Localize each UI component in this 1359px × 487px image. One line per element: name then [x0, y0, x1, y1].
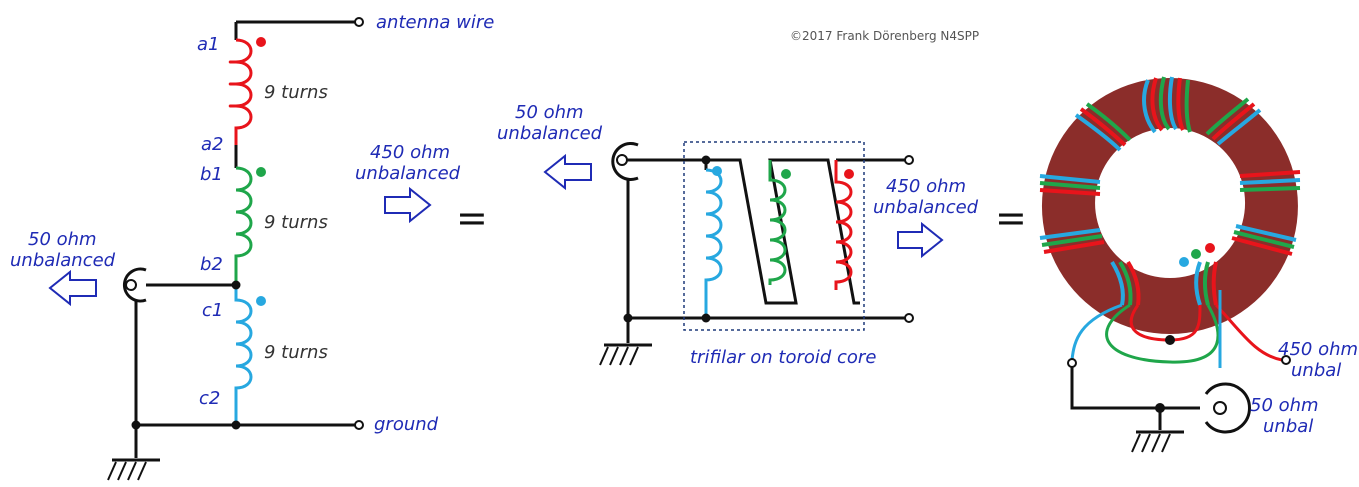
- mid-gnd-terminal[interactable]: [904, 313, 914, 323]
- ground-junction-2: [231, 420, 241, 430]
- coil-a-dot: [256, 37, 266, 47]
- mid-coil-blue: [704, 168, 723, 318]
- mid-coil-green-dot: [781, 169, 791, 179]
- left-50ohm-label-1: 50 ohm: [28, 229, 97, 250]
- middle-schematic: 50 ohm unbalanced: [497, 102, 979, 368]
- coax-center-left[interactable]: [125, 279, 137, 291]
- core-caption: trifilar on toroid core: [690, 347, 876, 368]
- coil-c: [234, 285, 253, 425]
- coax-center-right[interactable]: [1213, 401, 1227, 415]
- left-schematic: antenna wire a1 a2 9 turns b1 b2 9 turns…: [10, 12, 494, 481]
- winding-bundle-upper-left: [1074, 102, 1132, 152]
- coil-b: [234, 166, 253, 285]
- coil-a-top-label: a1: [197, 34, 219, 55]
- equals-sign-1: =: [456, 196, 488, 240]
- mid-coil-blue-dot: [712, 166, 722, 176]
- mid-arrow-50ohm-icon: [543, 153, 592, 191]
- equals-sign-2: =: [995, 196, 1027, 240]
- coax-shield-right[interactable]: [1204, 382, 1251, 434]
- earth-symbol-mid: [599, 343, 652, 366]
- coil-a: [228, 38, 253, 145]
- coil-b-top-label: b1: [200, 164, 223, 185]
- coil-c-turns: 9 turns: [264, 342, 328, 363]
- antenna-label: antenna wire: [376, 12, 494, 33]
- mid-junction-gnd-2: [701, 313, 711, 323]
- toroid-core-box: [683, 141, 865, 331]
- mid-arrow-450ohm-icon: [897, 221, 944, 259]
- toroid-450-terminal[interactable]: [1281, 355, 1291, 365]
- toroid-ground-wire: [1070, 367, 1200, 410]
- right-50ohm-label-1: 50 ohm: [1250, 395, 1319, 416]
- antenna-lead: [234, 20, 355, 40]
- mid-coil-red: [834, 160, 853, 290]
- coil-c-top-label: c1: [202, 300, 223, 321]
- left-450ohm-label-1: 450 ohm: [370, 142, 450, 163]
- left-arrow-450ohm-icon: [384, 186, 432, 224]
- series-link-wire: [627, 158, 860, 305]
- tap-junction: [231, 280, 241, 290]
- mid-coil-red-dot: [844, 169, 854, 179]
- mid-450ohm-label-1: 450 ohm: [886, 176, 966, 197]
- coil-a-bottom-label: a2: [201, 134, 223, 155]
- winding-bundle-bottom-left: [1110, 260, 1141, 306]
- left-50ohm-label-2: unbalanced: [10, 250, 116, 271]
- mid-450-terminal[interactable]: [904, 155, 914, 165]
- toroid-dot-blue: [1179, 257, 1189, 267]
- lead-green-loop: [1105, 303, 1220, 364]
- winding-bundle-bottom-right: [1194, 261, 1218, 306]
- toroid-core: [1041, 78, 1298, 334]
- mid-coil-green: [768, 160, 787, 285]
- coil-b-dot: [256, 167, 266, 177]
- winding-bundle-lower-left: [1039, 228, 1105, 254]
- winding-bundle-upper-right: [1205, 97, 1262, 146]
- left-450ohm-label-2: unbalanced: [355, 163, 461, 184]
- coax-center-mid[interactable]: [616, 154, 628, 166]
- coil-c-bottom-label: c2: [199, 388, 220, 409]
- mid-50ohm-label-2: unbalanced: [497, 123, 603, 144]
- mid-450ohm-label-2: unbalanced: [873, 197, 979, 218]
- ground-terminal[interactable]: [354, 420, 364, 430]
- mid-junction-top: [701, 155, 711, 165]
- copyright-text: ©2017 Frank Dörenberg N4SPP: [790, 29, 979, 43]
- lead-blue-left: [1070, 303, 1123, 361]
- toroid-drawing: 450 ohm unbal 50 ohm unbal: [1039, 76, 1358, 453]
- lead-red-out: [1214, 303, 1283, 362]
- coil-a-turns: 9 turns: [264, 82, 328, 103]
- antenna-terminal[interactable]: [354, 17, 364, 27]
- winding-bundle-right: [1239, 170, 1301, 192]
- coil-c-dot: [256, 296, 266, 306]
- coil-b-bottom-label: b2: [200, 254, 223, 275]
- toroid-left-terminal[interactable]: [1067, 358, 1077, 368]
- ground-label: ground: [374, 414, 439, 435]
- toroid-junction-mid: [1165, 335, 1175, 345]
- left-arrow-50ohm-icon: [48, 269, 97, 307]
- right-50ohm-label-2: unbal: [1263, 416, 1313, 437]
- earth-symbol-right: [1131, 430, 1184, 453]
- winding-bundle-left: [1039, 174, 1101, 196]
- earth-symbol-left: [107, 458, 160, 481]
- winding-bundle-lower-right: [1231, 224, 1297, 256]
- right-450ohm-label-2: unbal: [1291, 360, 1341, 381]
- mid-50ohm-label-1: 50 ohm: [515, 102, 584, 123]
- coax-shield-left[interactable]: [123, 267, 147, 303]
- coil-b-turns: 9 turns: [264, 212, 328, 233]
- toroid-dot-green: [1191, 249, 1201, 259]
- right-450ohm-label-1: 450 ohm: [1278, 339, 1358, 360]
- toroid-dot-red: [1205, 243, 1215, 253]
- winding-bundle-top: [1142, 76, 1192, 134]
